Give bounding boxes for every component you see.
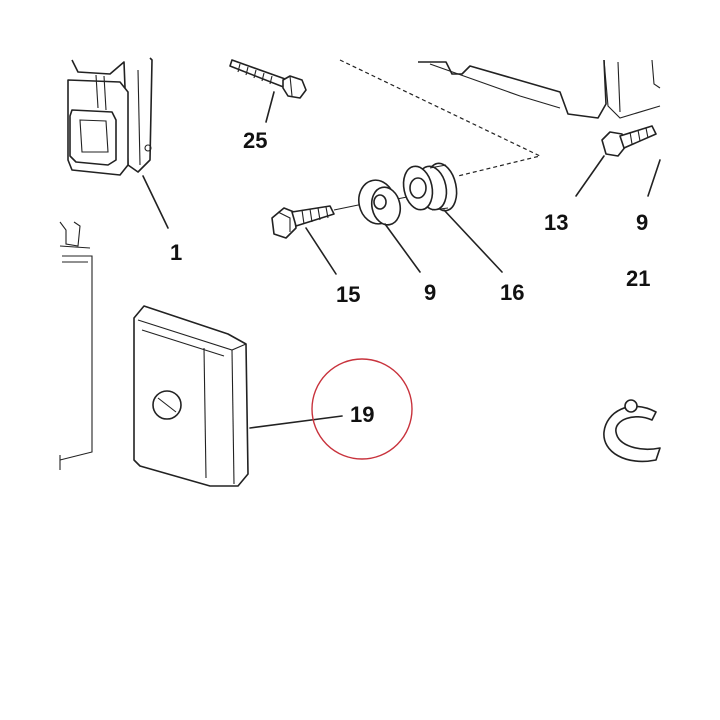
callout-1: 1 bbox=[170, 240, 182, 265]
callout-16: 16 bbox=[500, 280, 524, 305]
leader-13 bbox=[575, 155, 605, 197]
part-13-bolt bbox=[601, 125, 657, 157]
leader-1 bbox=[142, 175, 169, 229]
dashed-guide bbox=[339, 59, 542, 177]
highlight-circle bbox=[311, 358, 413, 460]
part-19-block bbox=[133, 305, 249, 487]
callout-21: 21 bbox=[626, 266, 650, 291]
part-16-grommet bbox=[402, 162, 458, 212]
leader-9b bbox=[647, 159, 661, 197]
callout-9a: 9 bbox=[424, 280, 436, 305]
part-1-bracket bbox=[67, 57, 153, 176]
part-15-bolt bbox=[271, 205, 335, 239]
leader-9a bbox=[384, 223, 421, 273]
left-box bbox=[59, 221, 93, 470]
leader-19 bbox=[249, 415, 343, 429]
leader-15 bbox=[305, 227, 337, 275]
callout-15: 15 bbox=[336, 282, 360, 307]
leader-16 bbox=[443, 209, 503, 273]
part-9-washer bbox=[358, 179, 402, 226]
top-right-housing bbox=[418, 59, 661, 119]
callout-19: 19 bbox=[350, 402, 374, 427]
callout-25: 25 bbox=[243, 128, 267, 153]
leader-25 bbox=[265, 91, 275, 123]
callout-13: 13 bbox=[544, 210, 568, 235]
callout-9b: 9 bbox=[636, 210, 648, 235]
clamp-part bbox=[603, 399, 661, 463]
part-25-bolt bbox=[229, 59, 307, 99]
